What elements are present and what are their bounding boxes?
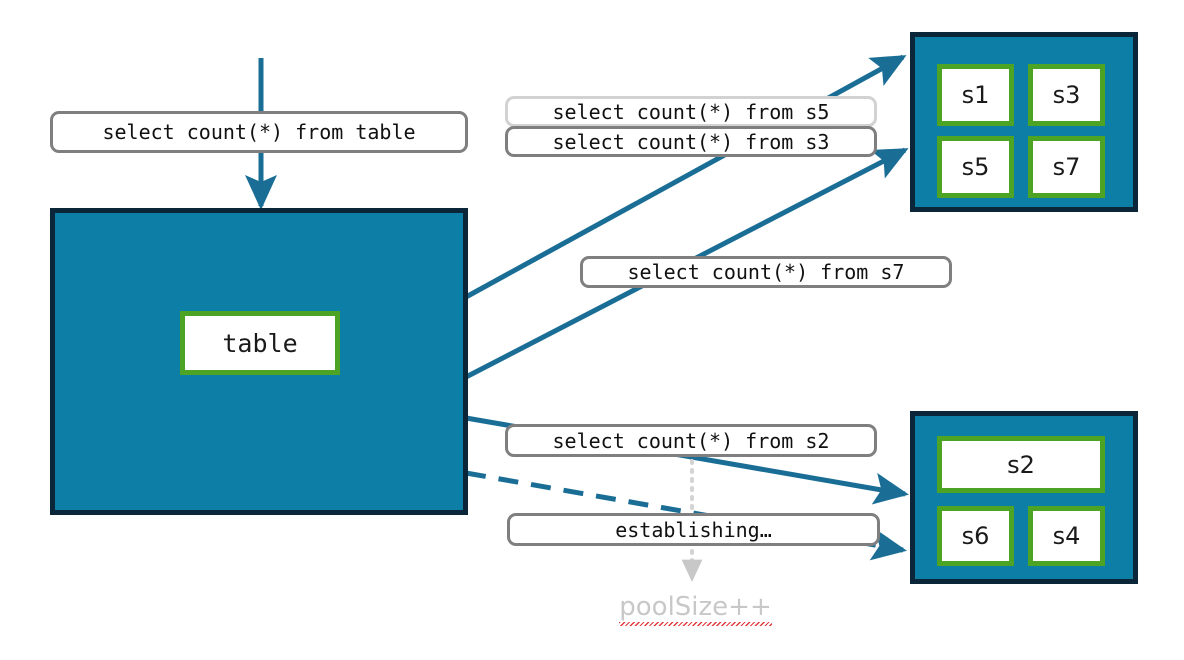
cell-s1[interactable]: s1 xyxy=(937,64,1014,126)
cell-table[interactable]: table xyxy=(180,311,340,375)
poolsize-annotation: poolSize++ xyxy=(588,592,803,626)
query-box-s3[interactable]: select count(*) from s3 xyxy=(505,126,877,157)
cell-s6[interactable]: s6 xyxy=(937,506,1014,566)
cell-s2[interactable]: s2 xyxy=(937,436,1105,493)
query-box-s2[interactable]: select count(*) from s2 xyxy=(505,424,877,457)
query-box-s7[interactable]: select count(*) from s7 xyxy=(580,256,952,288)
cell-s4[interactable]: s4 xyxy=(1028,506,1105,566)
cell-s3[interactable]: s3 xyxy=(1028,64,1105,126)
cell-s5[interactable]: s5 xyxy=(937,136,1014,198)
query-box-s5[interactable]: select count(*) from s5 xyxy=(505,96,877,127)
query-box-table[interactable]: select count(*) from table xyxy=(50,111,468,153)
poolsize-label: poolSize++ xyxy=(619,592,773,626)
status-box-establishing[interactable]: establishing… xyxy=(507,513,880,546)
cell-s7[interactable]: s7 xyxy=(1028,136,1105,198)
